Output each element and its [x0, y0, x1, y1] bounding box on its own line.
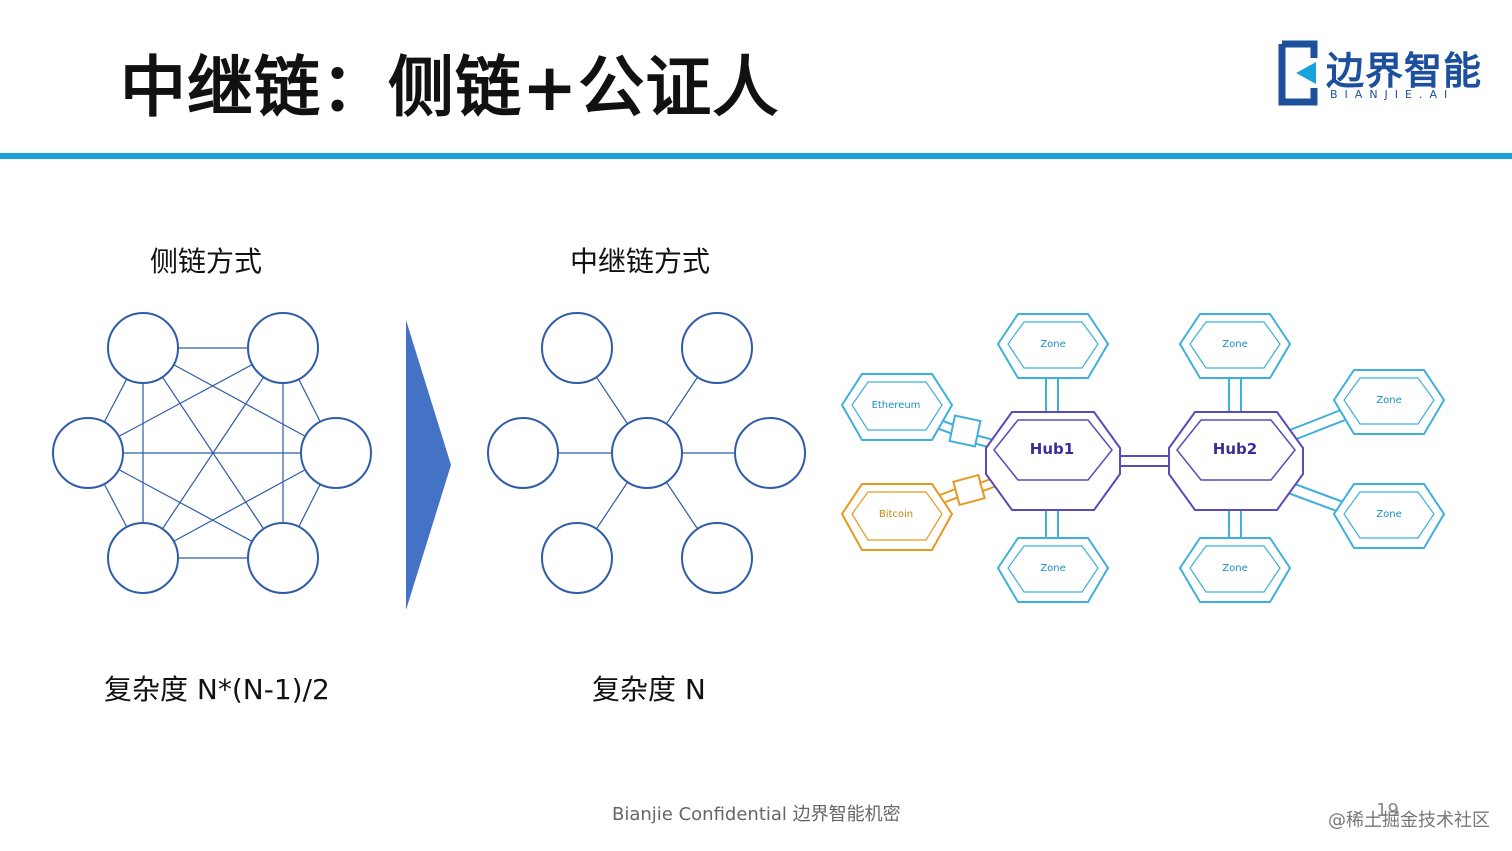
logo-mark-icon	[1278, 40, 1318, 106]
zone-shape	[996, 537, 1110, 603]
page-number: 19	[1376, 800, 1399, 821]
zone-shape	[1178, 313, 1292, 379]
relay-node	[681, 522, 753, 594]
relay-label: 中继链方式	[570, 245, 711, 278]
hub-diagram: Hub1 Hub2	[840, 313, 1446, 603]
sidechain-node	[107, 522, 179, 594]
zone-label: Zone	[1376, 395, 1401, 406]
sidechain-node	[300, 417, 372, 489]
sidechain-node	[107, 312, 179, 384]
relay-node	[487, 417, 559, 489]
company-logo: 边界智能 BIANJIE.AI	[1278, 40, 1481, 110]
transition-arrow	[406, 320, 451, 610]
hub2-shape	[1168, 411, 1304, 511]
relay-node	[541, 312, 613, 384]
watermark: @稀土掘金技术社区	[1328, 810, 1490, 831]
relay-complexity: 复杂度 N	[592, 673, 706, 706]
ethereum-shape	[840, 373, 954, 441]
zone-shape	[996, 313, 1110, 379]
sidechain-mesh	[52, 312, 372, 594]
sidechain-node	[247, 522, 319, 594]
zone-shape	[1332, 483, 1446, 549]
zone-label: Zone	[1040, 339, 1065, 350]
relay-node	[541, 522, 613, 594]
ethereum-label: Ethereum	[872, 400, 921, 411]
bitcoin-shape	[840, 483, 954, 551]
logo-subtitle: BIANJIE.AI	[1330, 88, 1455, 101]
hub1-shape	[985, 411, 1121, 511]
header-divider	[0, 153, 1512, 159]
hub2-label: Hub2	[1213, 440, 1257, 458]
zone-label: Zone	[1222, 339, 1247, 350]
zone-label: Zone	[1222, 563, 1247, 574]
relay-node	[734, 417, 806, 489]
zone-label: Zone	[1376, 509, 1401, 520]
zone-label: Zone	[1040, 563, 1065, 574]
sidechain-node	[247, 312, 319, 384]
relay-star	[487, 312, 806, 594]
relay-node	[681, 312, 753, 384]
bitcoin-label: Bitcoin	[879, 509, 913, 520]
relay-hub-node	[611, 417, 683, 489]
sidechain-node	[52, 417, 124, 489]
sidechain-label: 侧链方式	[150, 245, 263, 278]
page-title: 中继链：侧链+公证人	[120, 49, 780, 126]
hub1-label: Hub1	[1030, 440, 1074, 458]
sidechain-complexity: 复杂度 N*(N-1)/2	[104, 673, 330, 706]
logo-name: 边界智能	[1326, 49, 1483, 93]
zone-shape	[1178, 537, 1292, 603]
footer-confidential: Bianjie Confidential 边界智能机密	[612, 804, 901, 825]
zone-shape	[1332, 369, 1446, 435]
